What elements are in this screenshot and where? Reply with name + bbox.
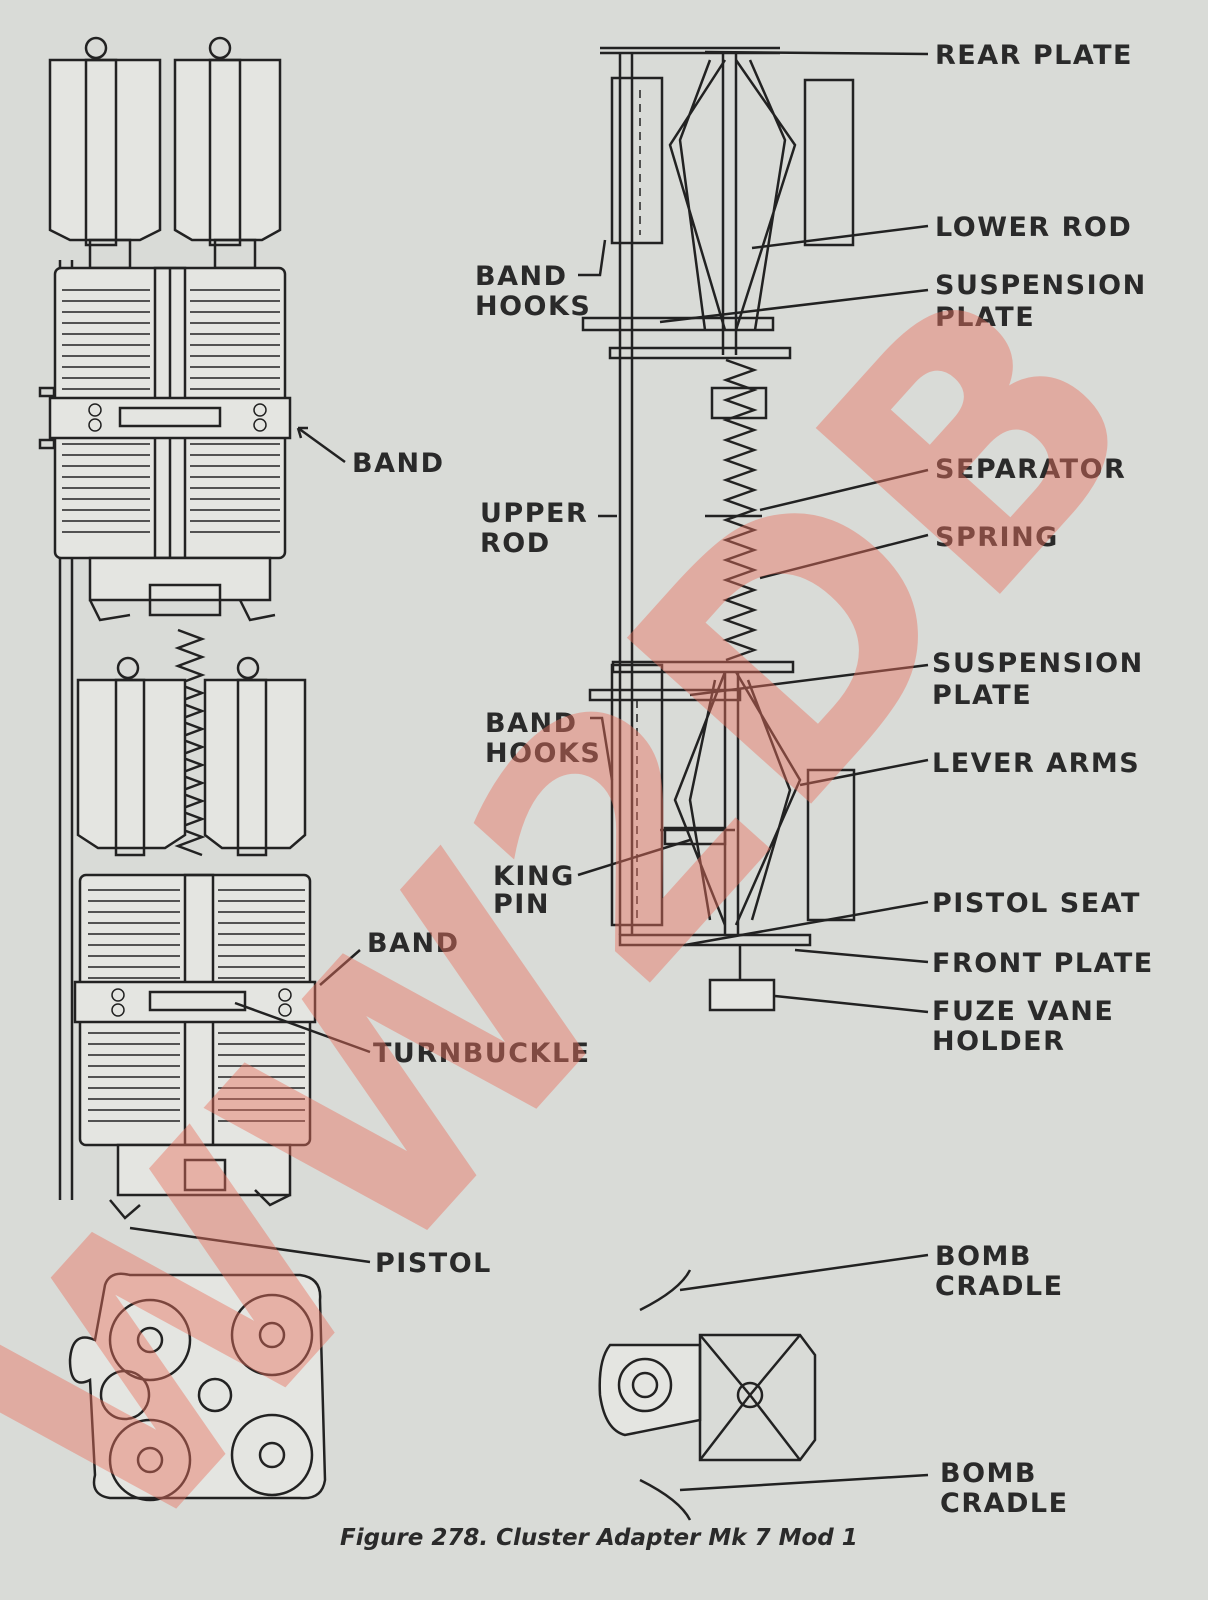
label-spring: SPRING — [935, 522, 1059, 553]
label-king-pin-2: PIN — [493, 889, 550, 920]
label-bomb-cradle-upper-2: CRADLE — [935, 1271, 1064, 1302]
label-suspension-plate-lower-1: SUSPENSION — [932, 648, 1144, 679]
label-turnbuckle: TURNBUCKLE — [373, 1038, 591, 1069]
label-suspension-plate-lower-2: PLATE — [932, 680, 1032, 711]
label-band-upper: BAND — [352, 448, 444, 479]
label-bomb-cradle-upper-1: BOMB — [935, 1241, 1032, 1272]
callout-labels: BAND BAND TURNBUCKLE PISTOL REAR PLATE L… — [352, 40, 1154, 1519]
cluster-end-view — [68, 1272, 327, 1502]
label-fuze-vane-holder-2: HOLDER — [932, 1026, 1065, 1057]
label-rear-plate: REAR PLATE — [935, 40, 1133, 71]
label-bomb-cradle-lower-1: BOMB — [940, 1458, 1037, 1489]
label-upper-rod-1: UPPER — [480, 498, 588, 529]
label-band-hooks-upper-2: HOOKS — [475, 291, 591, 322]
label-band-hooks-lower-1: BAND — [485, 708, 577, 739]
upper-bomb-fins — [48, 36, 282, 270]
label-band-lower: BAND — [367, 928, 459, 959]
lower-bomb-ribs — [88, 889, 305, 1122]
label-band-hooks-upper-1: BAND — [475, 261, 567, 292]
label-bomb-cradle-lower-2: CRADLE — [940, 1488, 1069, 1519]
label-front-plate: FRONT PLATE — [932, 948, 1154, 979]
label-pistol-seat: PISTOL SEAT — [932, 888, 1141, 919]
label-upper-rod-2: ROD — [480, 528, 551, 559]
central-spring — [174, 628, 206, 857]
lower-nose-assembly — [109, 1143, 292, 1220]
cluster-assembly-drawing — [38, 36, 327, 1502]
label-pistol: PISTOL — [375, 1248, 492, 1279]
label-lower-rod: LOWER ROD — [935, 212, 1132, 243]
label-lever-arms: LEVER ARMS — [932, 748, 1140, 779]
upper-bomb-ribs — [62, 289, 280, 533]
label-band-hooks-lower-2: HOOKS — [485, 738, 601, 769]
adapter-spring — [722, 358, 758, 662]
adapter-frame-drawing — [581, 46, 856, 1521]
label-separator: SEPARATOR — [935, 454, 1126, 485]
figure-caption: Figure 278. Cluster Adapter Mk 7 Mod 1 — [340, 1525, 858, 1551]
label-fuze-vane-holder-1: FUZE VANE — [932, 996, 1114, 1027]
lower-band — [73, 980, 317, 1024]
upper-band — [38, 386, 292, 450]
label-suspension-plate-upper-2: PLATE — [935, 302, 1035, 333]
label-suspension-plate-upper-1: SUSPENSION — [935, 270, 1147, 301]
adapter-end-view — [598, 1269, 817, 1521]
leader-lines — [129, 50, 929, 1492]
upper-nose-assembly — [88, 556, 276, 622]
lower-bomb-fins — [76, 656, 307, 857]
label-king-pin-1: KING — [493, 861, 575, 892]
